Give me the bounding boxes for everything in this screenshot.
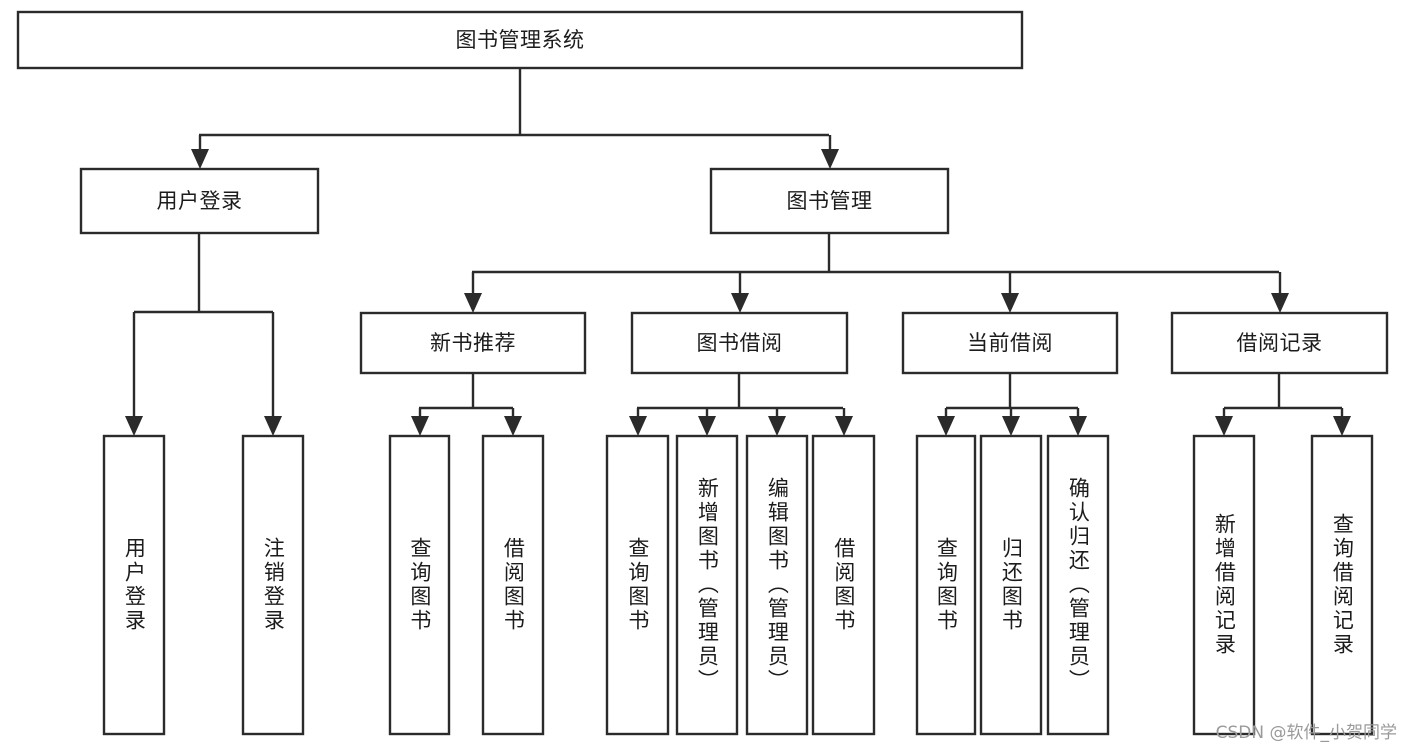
arrow-head-icon <box>125 416 143 436</box>
node-book-manage <box>709 167 950 235</box>
arrow-head-icon <box>264 416 282 436</box>
csdn-watermark: CSDN @软件_小贺同学 <box>1215 723 1397 743</box>
arrow-head-icon <box>698 416 716 436</box>
node-borrow-record <box>1170 311 1389 375</box>
arrow-head-icon <box>1333 416 1351 436</box>
node-leaf-query-book-1 <box>388 434 451 736</box>
arrow-head-icon <box>629 416 647 436</box>
arrow-head-icon <box>1271 293 1289 313</box>
node-leaf-borrow-book-1 <box>481 434 545 736</box>
arrow-head-icon <box>1002 416 1020 436</box>
arrow-head-icon <box>1001 293 1019 313</box>
edges-layer <box>125 68 1351 436</box>
node-leaf-confirm-return <box>1046 434 1110 736</box>
node-user-login <box>79 167 320 235</box>
arrow-head-icon <box>464 293 482 313</box>
node-leaf-borrow-book-2 <box>811 434 876 736</box>
arrow-head-icon <box>731 293 749 313</box>
node-leaf-add-book <box>675 434 739 736</box>
arrow-head-icon <box>411 416 429 436</box>
node-leaf-add-record <box>1192 434 1256 736</box>
node-leaf-logout <box>241 434 305 736</box>
arrow-head-icon <box>504 416 522 436</box>
node-new-book-recommend <box>359 311 587 375</box>
node-leaf-edit-book <box>745 434 809 736</box>
node-root <box>16 10 1024 70</box>
node-leaf-query-book-3 <box>915 434 977 736</box>
node-leaf-return-book <box>979 434 1043 736</box>
node-leaf-user-login <box>102 434 166 736</box>
arrow-head-icon <box>768 416 786 436</box>
arrow-head-icon <box>821 149 839 169</box>
arrow-head-icon <box>937 416 955 436</box>
node-book-borrow <box>630 311 849 375</box>
node-leaf-query-record <box>1310 434 1374 736</box>
arrow-head-icon <box>191 149 209 169</box>
node-current-borrow <box>901 311 1119 375</box>
arrow-head-icon <box>835 416 853 436</box>
arrow-head-icon <box>1069 416 1087 436</box>
arrow-head-icon <box>1215 416 1233 436</box>
nodes-layer <box>16 10 1389 736</box>
node-leaf-query-book-2 <box>605 434 670 736</box>
